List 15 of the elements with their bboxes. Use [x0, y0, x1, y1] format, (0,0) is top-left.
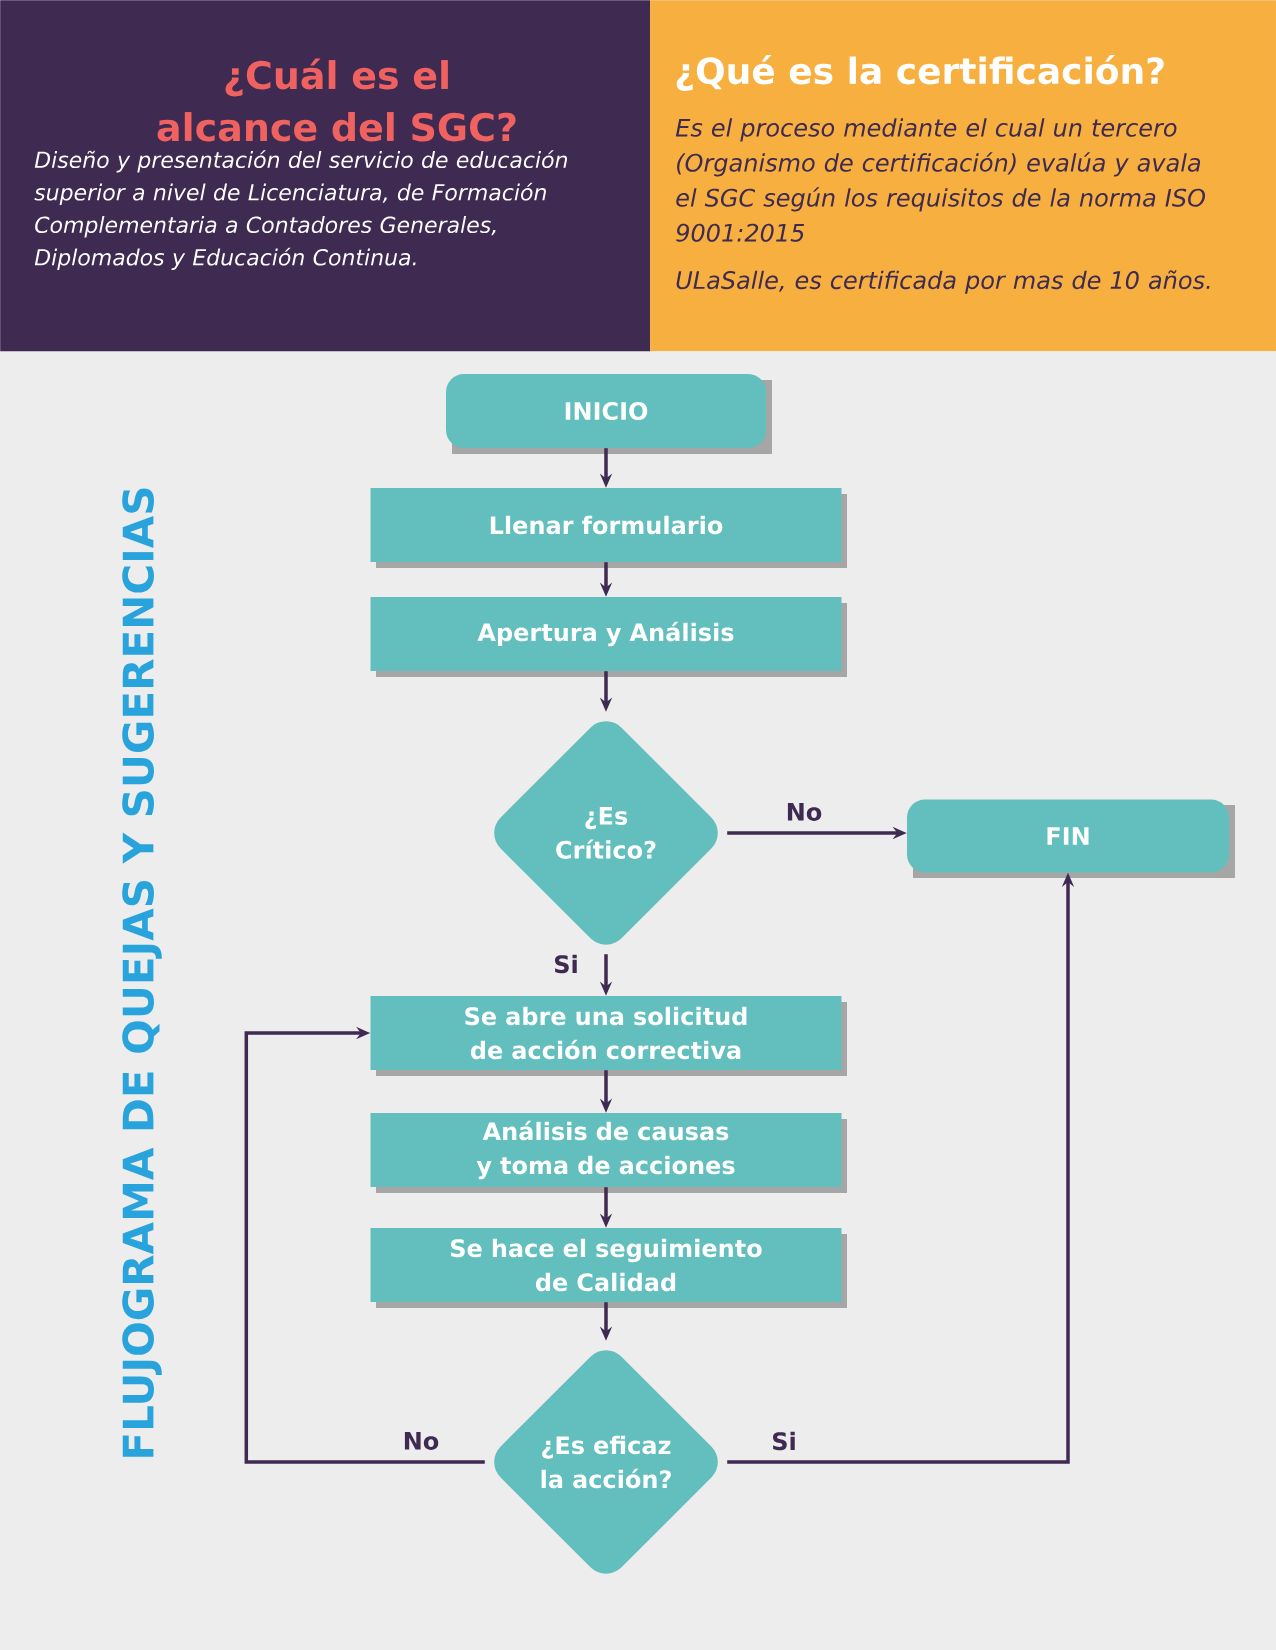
process-box: Se abre una solicitud de acción correctiva [370, 996, 847, 1076]
edge-label: Si [769, 1429, 799, 1453]
process-box: Llenar formulario [370, 488, 847, 568]
process-box: Análisis de causas y toma de acciones [370, 1113, 847, 1193]
edge-label: Si [551, 952, 581, 976]
terminal-box: FIN [907, 799, 1235, 878]
edge-label: No [783, 801, 825, 823]
vertical-title: FLUJOGRAMA DE QUEJAS Y SUGERENCIAS [122, 488, 162, 1457]
info-panel: ¿Qué es la certificación? Es el proceso mediante el cual un tercero (Organismo de certificación) evalúa y avala el SGC según los requisitos de la norma ISO 9001:2015 ULaSalle, es certificada por mas de 10 años. [650, 0, 1276, 352]
edge-label: No [400, 1430, 442, 1452]
process-box: Apertura y Análisis [370, 597, 847, 677]
process-box: Se hace el seguimiento de Calidad [370, 1228, 847, 1308]
arrow [244, 1026, 485, 1464]
terminal-box: INICIO [446, 374, 772, 454]
info-panel: ¿Cuál es el alcance del SGC? Diseño y presentación del servicio de educación superior a nivel de Licenciatura, de Formación Complementaria a Contadores Generales, Diplomados y Educación Continua. [0, 0, 651, 352]
